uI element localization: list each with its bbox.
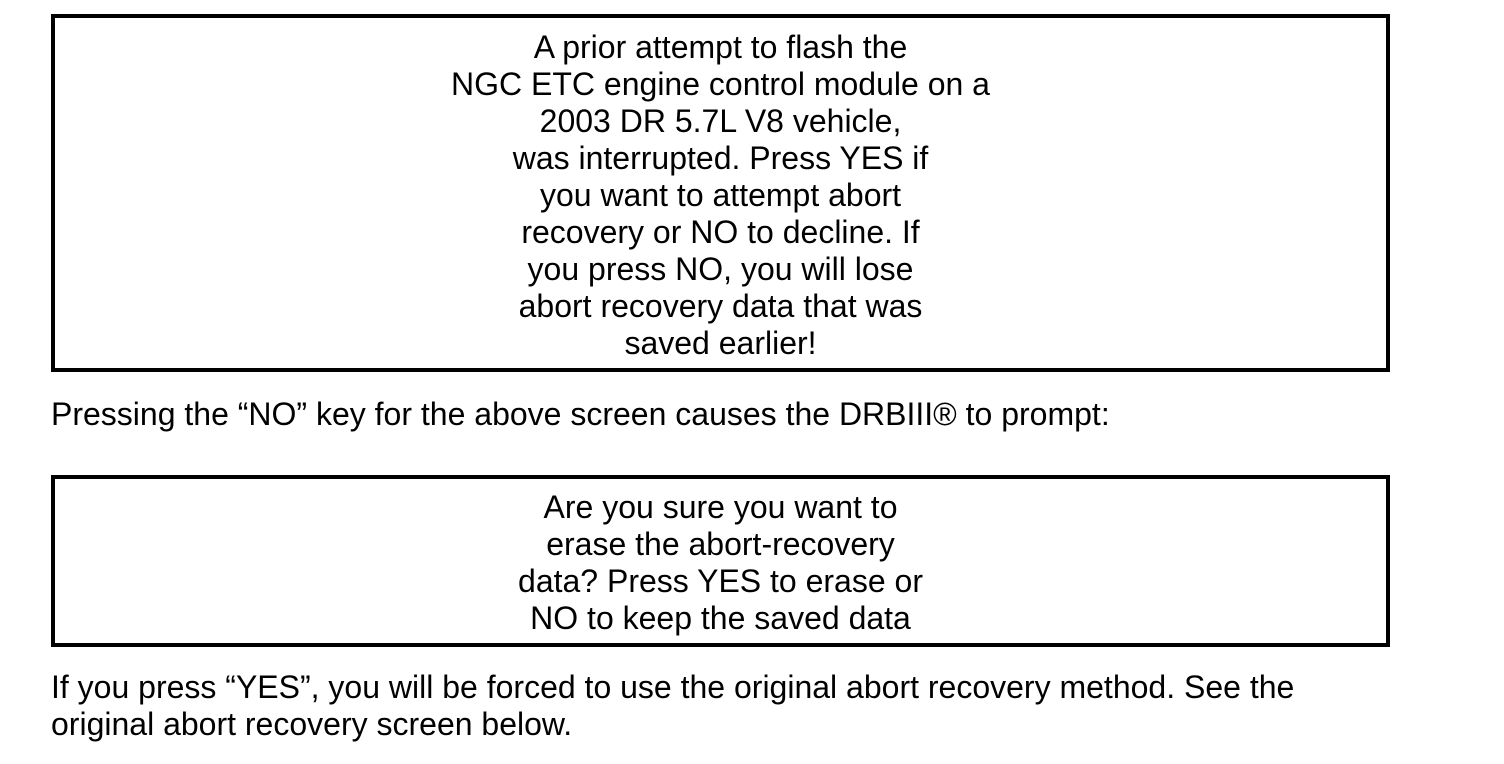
screen-text-line: A prior attempt to flash the	[533, 29, 908, 65]
screen-text-line: recovery or NO to decline. If	[521, 214, 920, 250]
drb-screen-abort-recovery-prompt: A prior attempt to flash the NGC ETC eng…	[51, 14, 1390, 372]
screen-text-line: abort recovery data that was	[518, 288, 923, 324]
body-text-yes-key-note: If you press “YES”, you will be forced t…	[51, 669, 1451, 743]
screen-text-line: saved earlier!	[624, 325, 817, 361]
body-text-line: Pressing the “NO” key for the above scre…	[51, 396, 1110, 432]
screen-text-line: 2003 DR 5.7L V8 vehicle,	[539, 103, 902, 139]
screen-text-line: data? Press YES to erase or	[518, 563, 923, 599]
screen-text-line: NGC ETC engine control module on a	[451, 66, 990, 102]
body-text-no-key-note: Pressing the “NO” key for the above scre…	[51, 396, 1451, 433]
body-text-line: If you press “YES”, you will be forced t…	[51, 669, 1295, 705]
screen-text-line: erase the abort-recovery	[546, 526, 895, 562]
screen-text-line: Are you sure you want to	[543, 489, 898, 525]
screen-text-line: you press NO, you will lose	[527, 251, 914, 287]
drb-screen-erase-confirmation: Are you sure you want to erase the abort…	[51, 475, 1390, 647]
screen-text-line: you want to attempt abort	[539, 177, 902, 213]
screen-text-line: was interrupted. Press YES if	[512, 140, 929, 176]
body-text-line: original abort recovery screen below.	[51, 706, 573, 742]
screen-text-line: NO to keep the saved data	[530, 600, 911, 636]
